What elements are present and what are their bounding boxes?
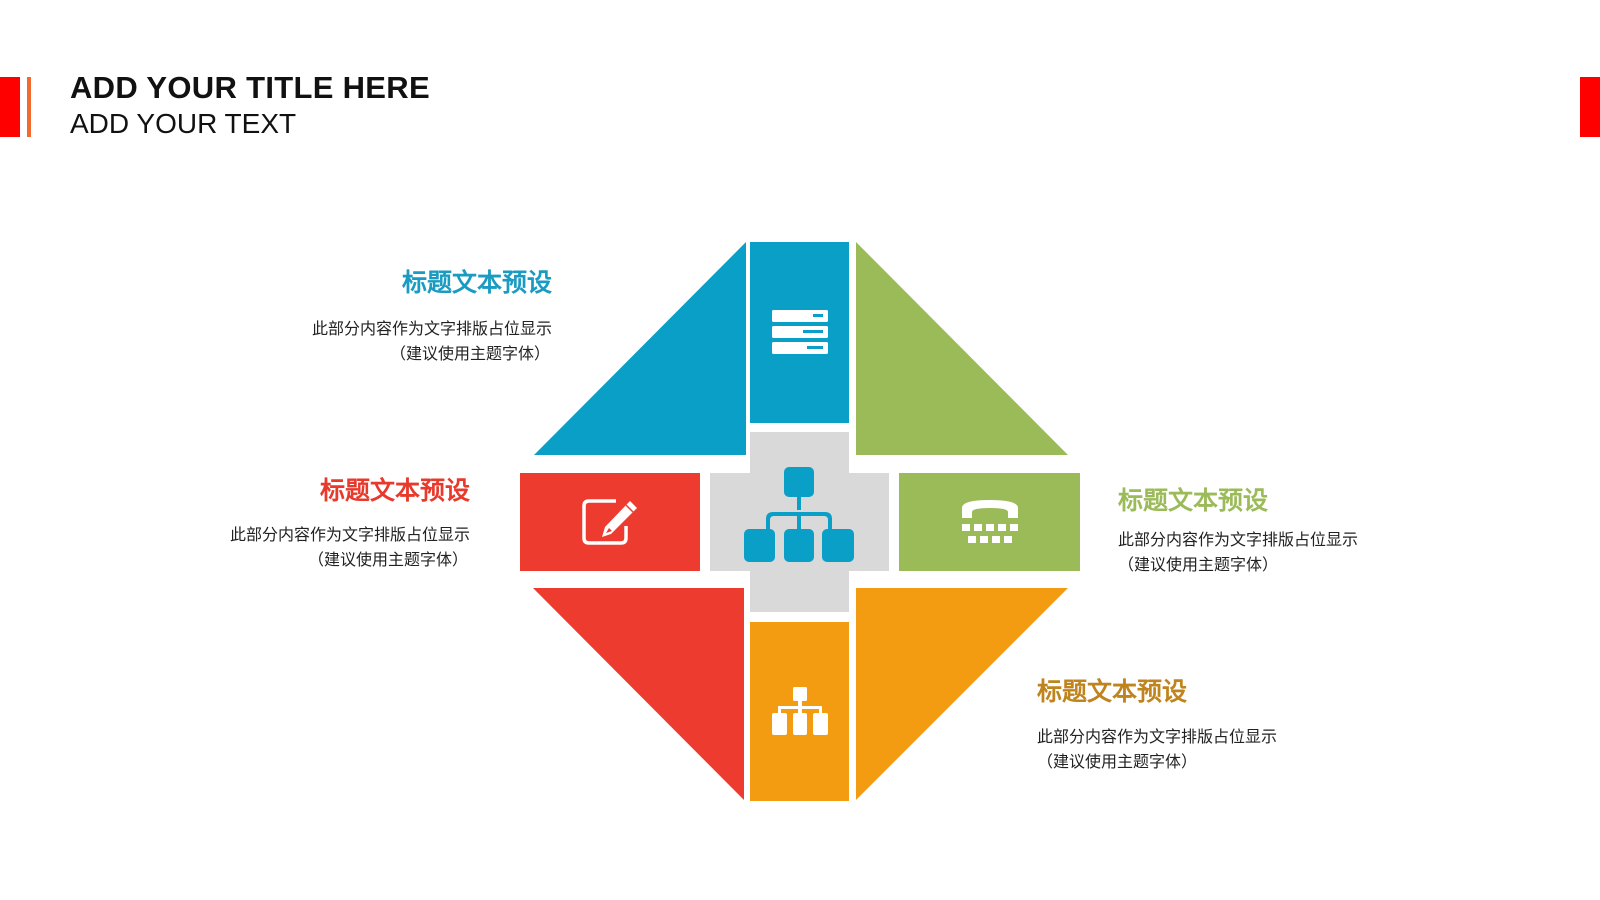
triangle-top-right xyxy=(856,242,1068,455)
label-top-left: 标题文本预设 xyxy=(402,268,552,298)
label-right: 标题文本预设 xyxy=(1118,486,1268,516)
sitemap-icon xyxy=(744,467,854,562)
triangle-top-left xyxy=(534,242,746,455)
pencil-icon xyxy=(602,501,637,537)
page-subtitle: ADD YOUR TEXT xyxy=(70,108,297,139)
label-right-line2: （建议使用主题字体） xyxy=(1118,557,1279,574)
label-right-line1: 此部分内容作为文字排版占位显示 xyxy=(1118,532,1359,549)
label-left-title: 标题文本预设 xyxy=(319,477,470,505)
label-left-body: 此部分内容作为文字排版占位显示 （建议使用主题字体） xyxy=(230,523,470,573)
label-top-left-line2: （建议使用主题字体） xyxy=(389,346,550,363)
triangle-bottom-left xyxy=(533,588,744,800)
label-bottom-right-body: 此部分内容作为文字排版占位显示 （建议使用主题字体） xyxy=(1037,725,1277,775)
label-top-left-title: 标题文本预设 xyxy=(401,269,552,297)
segment-right xyxy=(899,473,1080,571)
page-title: ADD YOUR TITLE HERE xyxy=(70,70,430,105)
label-top-left-body: 此部分内容作为文字排版占位显示 （建议使用主题字体） xyxy=(312,317,552,367)
label-left: 标题文本预设 xyxy=(320,476,470,506)
right-accent-bar xyxy=(1580,77,1600,137)
edit-icon xyxy=(582,499,628,545)
label-bottom-right-title: 标题文本预设 xyxy=(1037,678,1188,706)
server-icon xyxy=(772,310,828,354)
label-right-title: 标题文本预设 xyxy=(1118,487,1269,515)
left-accent-bar xyxy=(0,77,20,137)
hierarchy-icon xyxy=(772,687,828,735)
label-bottom-right-line1: 此部分内容作为文字排版占位显示 xyxy=(1037,729,1278,746)
tty-phone-icon xyxy=(962,500,1018,543)
label-top-left-line1: 此部分内容作为文字排版占位显示 xyxy=(311,321,552,338)
label-right-body: 此部分内容作为文字排版占位显示 （建议使用主题字体） xyxy=(1118,528,1358,578)
label-bottom-right-line2: （建议使用主题字体） xyxy=(1037,754,1198,771)
left-accent-line xyxy=(27,77,31,137)
label-left-line2: （建议使用主题字体） xyxy=(307,552,468,569)
label-bottom-right: 标题文本预设 xyxy=(1037,677,1187,707)
label-left-line1: 此部分内容作为文字排版占位显示 xyxy=(229,527,470,544)
triangle-bottom-right xyxy=(856,588,1068,800)
